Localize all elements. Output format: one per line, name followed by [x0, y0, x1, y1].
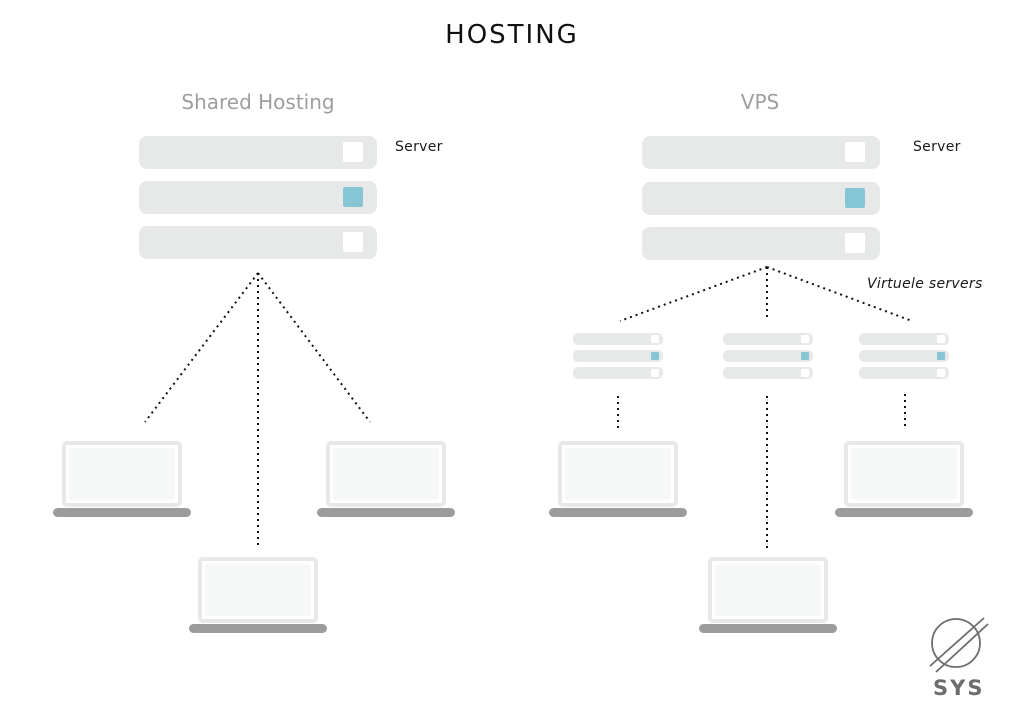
- laptop-screen: [198, 557, 318, 623]
- mini-rack-unit: [723, 367, 813, 379]
- laptop-screen: [844, 441, 964, 507]
- status-light-on: [845, 188, 865, 208]
- sys-logo: SYS: [920, 610, 992, 710]
- mini-rack-unit: [723, 333, 813, 345]
- status-light-on: [343, 187, 363, 207]
- status-light-on: [801, 352, 809, 360]
- server-rack-unit: [642, 182, 880, 215]
- laptop-base: [53, 508, 191, 517]
- diagram-title: HOSTING: [445, 20, 579, 50]
- status-light-on: [651, 352, 659, 360]
- laptop-base: [699, 624, 837, 633]
- status-light-off: [343, 142, 363, 162]
- status-light-off: [651, 335, 659, 343]
- connector-line: [619, 266, 768, 322]
- status-light-off: [801, 335, 809, 343]
- mini-rack-unit: [573, 350, 663, 362]
- laptop-screen: [558, 441, 678, 507]
- laptop-screen: [708, 557, 828, 623]
- mini-rack-unit: [859, 367, 949, 379]
- laptop-screen: [326, 441, 446, 507]
- status-light-off: [937, 335, 945, 343]
- logo-mark-icon: [929, 617, 989, 673]
- laptop-base: [549, 508, 687, 517]
- vps-server-label: Server: [913, 139, 961, 155]
- laptop-screen: [62, 441, 182, 507]
- status-light-off: [845, 142, 865, 162]
- laptop-base: [317, 508, 455, 517]
- mini-rack-unit: [859, 333, 949, 345]
- connector-line: [766, 266, 913, 322]
- status-light-off: [651, 369, 659, 377]
- mini-rack-unit: [723, 350, 813, 362]
- status-light-off: [845, 233, 865, 253]
- server-rack-unit: [642, 136, 880, 169]
- virtual-servers-label: Virtuele servers: [867, 276, 983, 292]
- laptop-base: [189, 624, 327, 633]
- connector-line: [257, 272, 371, 423]
- server-rack-unit: [139, 226, 377, 259]
- status-light-on: [937, 352, 945, 360]
- mini-rack-unit: [573, 333, 663, 345]
- vps-heading: VPS: [740, 90, 780, 114]
- mini-rack-unit: [573, 367, 663, 379]
- mini-rack-unit: [859, 350, 949, 362]
- server-rack-unit: [642, 227, 880, 260]
- status-light-off: [801, 369, 809, 377]
- shared-server-label: Server: [395, 139, 443, 155]
- server-rack-unit: [139, 136, 377, 169]
- status-light-off: [343, 232, 363, 252]
- connector-line: [144, 272, 259, 423]
- shared-hosting-heading: Shared Hosting: [181, 90, 335, 114]
- status-light-off: [937, 369, 945, 377]
- logo-text: SYS: [933, 676, 985, 700]
- server-rack-unit: [139, 181, 377, 214]
- laptop-base: [835, 508, 973, 517]
